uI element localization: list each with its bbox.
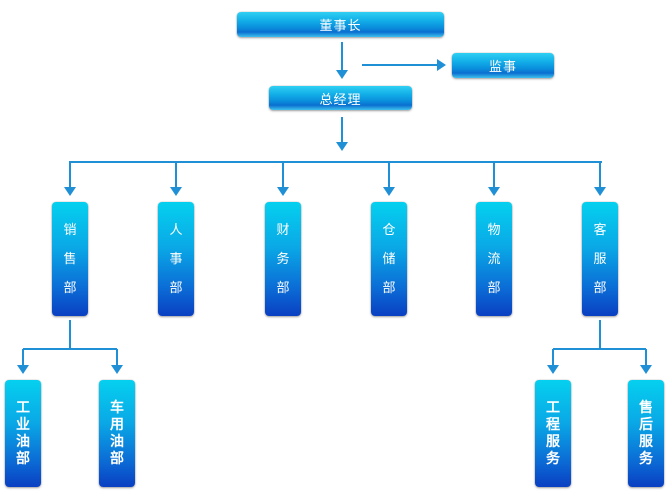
dept-node-finance-char: 务: [276, 251, 290, 267]
dept-node-customer-service-char: 部: [593, 280, 607, 296]
arrow-to-finance-head: [277, 187, 289, 196]
dept-node-customer-service-char: 服: [593, 251, 607, 267]
subunit-node-engineering-service-char: 工: [546, 399, 560, 416]
subunit-node-after-sales-service[interactable]: 售后服务: [628, 380, 664, 487]
dept-node-warehouse[interactable]: 仓储部: [371, 202, 407, 316]
dept-node-warehouse-char: 仓: [382, 222, 396, 238]
chairman-node[interactable]: 董事长: [237, 12, 444, 37]
subunit-node-vehicle-oil-char: 车: [110, 399, 124, 416]
subunit-node-engineering-service-char: 服: [546, 433, 560, 450]
arrow-to-warehouse-head: [383, 187, 395, 196]
general-manager-node[interactable]: 总经理: [269, 86, 412, 110]
arrowhead-chairman-to-gm: [336, 70, 348, 79]
subunit-node-industrial-oil-char: 油: [16, 433, 30, 450]
arrow-to-customer-service-head: [594, 187, 606, 196]
subunit-node-engineering-service-char: 程: [546, 416, 560, 433]
dept-node-finance[interactable]: 财务部: [265, 202, 301, 316]
dept-node-sales[interactable]: 销售部: [52, 202, 88, 316]
subunit-node-after-sales-service-char: 后: [639, 416, 653, 433]
subunit-node-vehicle-oil-char: 用: [110, 416, 124, 433]
subunit-node-vehicle-oil[interactable]: 车用油部: [99, 380, 135, 487]
dept-node-hr[interactable]: 人事部: [158, 202, 194, 316]
dept-node-warehouse-char: 储: [382, 251, 396, 267]
arrow-to-engineering-service-head: [547, 365, 559, 374]
supervisor-node[interactable]: 监事: [452, 53, 554, 78]
subunit-node-industrial-oil-char: 部: [16, 450, 30, 467]
dept-node-customer-service[interactable]: 客服部: [582, 202, 618, 316]
arrow-to-vehicle-oil-head: [111, 365, 123, 374]
arrow-to-sales-head: [64, 187, 76, 196]
arrowhead-to-supervisor: [437, 59, 446, 71]
chairman-label: 董事长: [319, 19, 362, 34]
arrow-to-logistics-head: [488, 187, 500, 196]
subunit-node-industrial-oil[interactable]: 工业油部: [5, 380, 41, 487]
arrow-to-hr-head: [170, 187, 182, 196]
dept-node-warehouse-char: 部: [382, 280, 396, 296]
subunit-node-vehicle-oil-char: 部: [110, 450, 124, 467]
dept-node-hr-char: 事: [169, 251, 183, 267]
subunit-node-after-sales-service-char: 服: [639, 433, 653, 450]
dept-node-finance-char: 财: [276, 222, 290, 238]
dept-node-finance-char: 部: [276, 280, 290, 296]
subunit-node-engineering-service-char: 务: [546, 450, 560, 467]
subunit-node-after-sales-service-char: 务: [639, 450, 653, 467]
dept-node-logistics-char: 部: [487, 280, 501, 296]
dept-node-hr-char: 人: [169, 222, 183, 238]
subunit-node-vehicle-oil-char: 油: [110, 433, 124, 450]
arrow-to-industrial-oil-head: [17, 365, 29, 374]
dept-node-hr-char: 部: [169, 280, 183, 296]
general-manager-label: 总经理: [319, 92, 362, 108]
dept-node-logistics-char: 物: [487, 222, 501, 238]
dept-node-logistics[interactable]: 物流部: [476, 202, 512, 316]
subunit-node-engineering-service[interactable]: 工程服务: [535, 380, 571, 487]
dept-node-sales-char: 售: [63, 251, 77, 267]
subunit-node-after-sales-service-char: 售: [639, 399, 653, 416]
subunit-node-industrial-oil-char: 工: [16, 399, 30, 416]
dept-node-sales-char: 部: [63, 280, 77, 296]
dept-node-logistics-char: 流: [487, 251, 501, 267]
arrow-to-after-sales-service-head: [640, 365, 652, 374]
supervisor-label: 监事: [488, 60, 517, 75]
dept-node-customer-service-char: 客: [593, 222, 607, 238]
arrowhead-gm-down: [336, 142, 348, 151]
subunit-node-industrial-oil-char: 业: [16, 416, 30, 433]
dept-node-sales-char: 销: [63, 222, 77, 238]
